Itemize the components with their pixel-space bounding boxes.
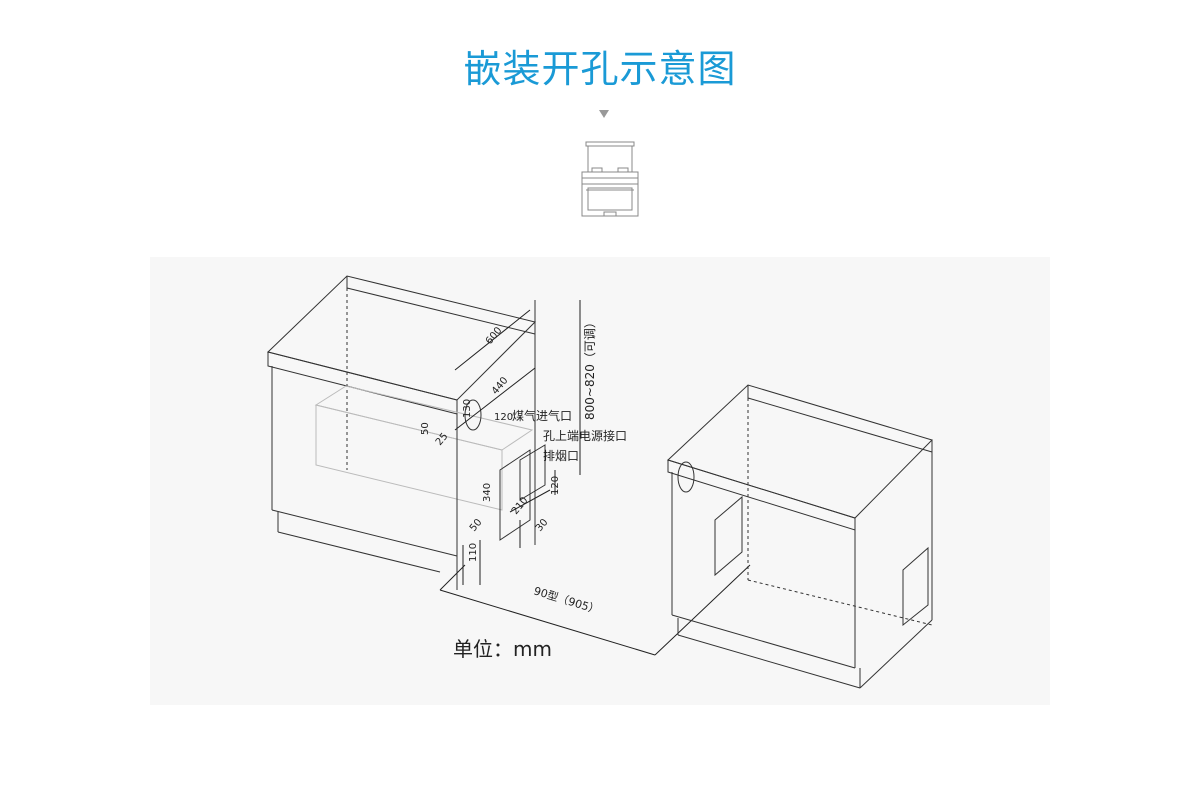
gas-inlet-hole bbox=[464, 399, 482, 431]
dim-30: 30 bbox=[534, 517, 551, 534]
down-arrow-icon bbox=[599, 110, 609, 118]
dim-height: 800~820（可调） bbox=[583, 316, 597, 420]
dim-width: 90型（905） bbox=[532, 583, 601, 616]
right-cabinet bbox=[667, 384, 933, 689]
dim-50: 50 bbox=[420, 422, 431, 435]
diagram-panel bbox=[150, 257, 1050, 705]
left-cabinet bbox=[267, 275, 546, 590]
dim-600: 600 bbox=[484, 325, 505, 347]
label-power: 孔上端电源接口 bbox=[543, 428, 627, 443]
dim-50b: 50 bbox=[468, 517, 485, 534]
label-gas-inlet: 煤气进气口 bbox=[512, 408, 572, 423]
label-exhaust: 排烟口 bbox=[543, 449, 579, 463]
dim-440: 440 bbox=[490, 375, 511, 397]
dim-120: 120 bbox=[550, 476, 561, 495]
dimension-labels: 600 440 130 120 50 25 340 210 120 30 50 … bbox=[420, 316, 627, 617]
unit-label: 单位：mm bbox=[453, 637, 552, 661]
dim-120-gas: 120 bbox=[494, 412, 513, 423]
dim-210: 210 bbox=[510, 495, 531, 517]
exhaust-port-cutout bbox=[519, 444, 546, 501]
power-port-cutout bbox=[499, 449, 531, 541]
dimension-lines bbox=[439, 300, 751, 656]
page-title: 嵌装开孔示意图 bbox=[463, 47, 737, 91]
stove-icon bbox=[581, 141, 639, 217]
dim-110: 110 bbox=[468, 543, 479, 562]
dim-340: 340 bbox=[482, 483, 493, 502]
dim-130: 130 bbox=[462, 399, 473, 418]
